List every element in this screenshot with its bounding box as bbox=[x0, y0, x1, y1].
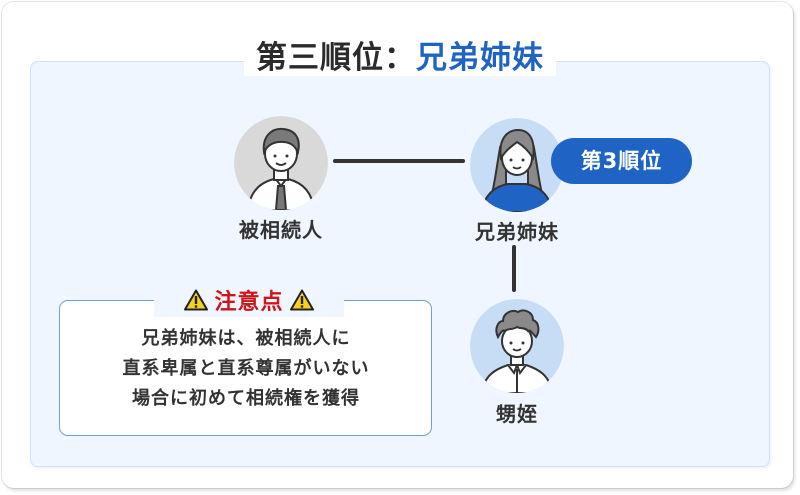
man-with-tie-avatar bbox=[234, 116, 328, 210]
woman-long-hair-avatar bbox=[470, 118, 564, 212]
caution-note-title: 注意点 bbox=[214, 290, 284, 315]
connector-decedent-siblings bbox=[333, 159, 465, 163]
caution-note-line: 直系卑属と直系尊属がいない bbox=[122, 358, 370, 379]
decedent-label: 被相続人 bbox=[239, 218, 323, 242]
caution-note-box bbox=[59, 300, 432, 436]
title-prefix: 第三順位： bbox=[256, 40, 416, 76]
caution-note-line: 兄弟姉妹は、被相続人に bbox=[141, 328, 351, 349]
young-man-curly-hair-avatar bbox=[470, 299, 564, 393]
connector-siblings-nephews bbox=[512, 245, 516, 292]
siblings-label: 兄弟姉妹 bbox=[475, 220, 559, 244]
caution-note-header: 注意点 bbox=[154, 283, 344, 317]
warning-icon bbox=[184, 289, 209, 311]
warning-icon bbox=[289, 289, 314, 311]
nephews-label: 甥姪 bbox=[496, 402, 538, 426]
title-highlight: 兄弟姉妹 bbox=[416, 40, 544, 76]
page-title: 第三順位：兄弟姉妹 bbox=[0, 36, 800, 80]
rank-badge: 第3順位 bbox=[551, 138, 692, 184]
caution-note-line: 場合に初めて相続権を獲得 bbox=[132, 388, 360, 409]
caution-note-body: 兄弟姉妹は、被相続人に 直系卑属と直系尊属がいない 場合に初めて相続権を獲得 bbox=[59, 324, 433, 414]
